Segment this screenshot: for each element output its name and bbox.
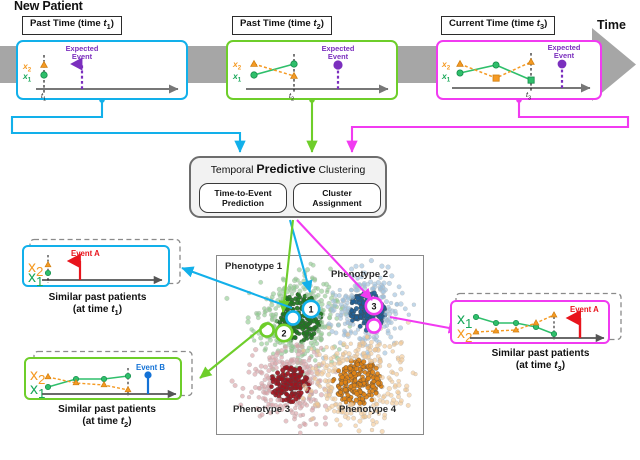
time-axis-label: Time — [597, 18, 626, 32]
similar-patient-panel-t2[interactable]: x2 x1 Event B — [24, 357, 182, 402]
timeline-panel-t2[interactable]: x2 x1 Expected Event t2 — [226, 40, 398, 103]
cluster-assignment-block[interactable]: Cluster Assignment — [293, 183, 381, 213]
phenotype-2-label: Phenotype 2 — [331, 269, 389, 280]
event-label-a: Event A — [71, 249, 100, 258]
similar-patient-plot-t3 — [470, 309, 605, 343]
series-label-x1: x1 — [233, 71, 242, 84]
cluster-marker-2-number: 2 — [281, 329, 286, 339]
cluster-marker-2[interactable]: 2 — [259, 322, 294, 343]
series-label-x2: x2 — [30, 367, 46, 388]
series-label-x1: x1 — [442, 71, 451, 84]
similar-patients-caption-t3: Similar past patients (at time t3) — [491, 348, 590, 374]
similar-patients-caption-t1: Similar past patients (at time t1) — [48, 292, 147, 318]
series-label-x1: x1 — [23, 71, 32, 84]
cluster-scatter-plot[interactable]: Phenotype 1 Phenotype 2 Phenotype 3 Phen… — [216, 255, 424, 436]
series-label-x1: x1 — [30, 381, 46, 402]
cluster-marker-1-number: 1 — [308, 305, 313, 315]
expected-event-caption: Expected Event — [65, 44, 99, 61]
axis-tick-label-t2: t2 — [289, 91, 295, 103]
similar-patient-panel-t3[interactable]: x1 x2 Event A — [450, 300, 610, 346]
phenotype-3-label: Phenotype 3 — [233, 404, 291, 415]
series-label-x1: x1 — [28, 269, 44, 290]
phenotype-1-label: Phenotype 1 — [225, 261, 283, 272]
axis-tick-label-t3: t3 — [526, 90, 532, 102]
timeline-plot-t3 — [452, 53, 591, 93]
phenotype-4-label: Phenotype 4 — [339, 404, 397, 415]
similar-patient-panel-t1[interactable]: x2 x1 Event A — [22, 245, 170, 290]
stage-title-past-time-1: Past Time (time t1) — [22, 16, 122, 35]
cluster-marker-3[interactable]: 3 — [364, 296, 384, 334]
timeline-plot-t1 — [36, 55, 179, 94]
model-title: Temporal Predictive Clustering — [210, 162, 366, 176]
event-label-a: Event A — [570, 305, 599, 314]
similar-patients-caption-t2: Similar past patients (at time t2) — [58, 404, 156, 430]
similar-patient-plot-t1 — [42, 253, 163, 285]
series-label-x2: x2 — [233, 59, 242, 72]
series-label-x2: x2 — [23, 61, 32, 74]
series-label-x1: x1 — [457, 311, 473, 332]
timeline-panel-t1[interactable]: x2 x1 Expected Event t1 — [16, 40, 188, 103]
model-box[interactable]: Temporal Predictive Clustering Time-to-E… — [189, 156, 387, 218]
axis-tick-label-t1: t1 — [41, 91, 47, 103]
similar-patients-group-t3: x1 x2 Event A — [448, 292, 633, 374]
series-label-x2: x2 — [442, 59, 451, 72]
stage-title-current-time: Current Time (time t3) — [441, 16, 556, 35]
series-label-x2: x2 — [28, 259, 44, 280]
new-patient-title: New Patient — [14, 0, 83, 13]
similar-patients-group-t2: x2 x1 Event B — [12, 350, 202, 430]
similar-patient-plot-t2 — [42, 368, 177, 399]
event-label-b: Event B — [136, 363, 166, 372]
timeline-panel-t3[interactable]: x2 x1 Expected Event t3 — [436, 40, 602, 102]
timeline-plot-t2 — [246, 54, 389, 94]
expected-event-caption: Expected Event — [321, 44, 355, 61]
cluster-marker-1[interactable]: 1 — [285, 299, 321, 326]
cluster-marker-3-number: 3 — [371, 302, 376, 312]
time-to-event-prediction-block[interactable]: Time-to-Event Prediction — [199, 183, 287, 213]
expected-event-caption: Expected Event — [547, 43, 581, 60]
series-label-x2: x2 — [457, 325, 473, 346]
phenotype-4-points — [300, 319, 418, 434]
stage-title-past-time-2: Past Time (time t2) — [232, 16, 332, 35]
similar-patients-group-t1: x2 x1 Event A — [10, 238, 185, 318]
